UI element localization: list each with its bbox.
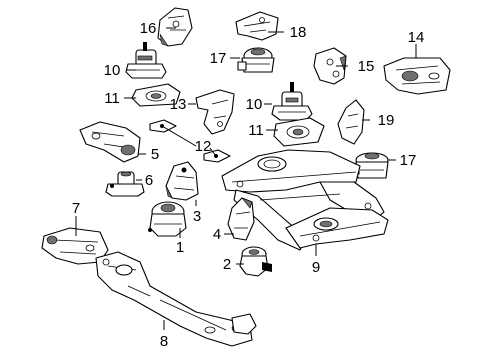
part-16-bracket — [313, 47, 347, 85]
callout-19: 19 — [378, 112, 395, 129]
callout-10a: 10 — [104, 62, 121, 79]
leader-lines — [75, 27, 417, 330]
callout-7: 7 — [72, 200, 80, 217]
callout-8: 8 — [160, 333, 168, 350]
part-3-mount-bracket — [165, 161, 199, 201]
part-8-crossmember — [95, 251, 257, 347]
callout-5: 5 — [151, 146, 159, 163]
part-13-bracket — [195, 89, 235, 135]
callout-labels: 16 18 17 10 15 14 11 13 10 11 19 12 5 17… — [72, 20, 425, 350]
callout-11b: 11 — [248, 122, 264, 139]
callout-11a: 11 — [104, 90, 120, 107]
part-4-bracket — [227, 197, 255, 241]
callout-17b: 17 — [400, 152, 417, 169]
part-18-bracket — [235, 11, 279, 41]
part-17-mount-upper — [237, 47, 275, 73]
part-6-mount — [105, 171, 145, 197]
callout-2: 2 — [223, 256, 231, 273]
callout-15: 16 — [140, 20, 157, 37]
callout-12: 12 — [195, 138, 212, 155]
callout-6: 6 — [145, 172, 153, 189]
callout-1: 1 — [176, 239, 184, 256]
part-12-shim-upper — [149, 119, 177, 133]
part-1-mount — [148, 201, 187, 237]
part-15-bracket — [157, 7, 193, 47]
part-10-engine-mount-upper — [125, 42, 167, 79]
callout-3: 3 — [193, 208, 201, 225]
part-19-bracket — [337, 99, 365, 145]
callout-9: 9 — [312, 259, 320, 276]
callout-10b: 10 — [246, 96, 263, 113]
part-5-bracket-plate — [79, 121, 141, 163]
part-14-bracket — [383, 57, 451, 95]
part-10-engine-mount-lower — [271, 82, 313, 121]
callout-17a: 17 — [210, 50, 227, 67]
callout-14: 14 — [408, 29, 425, 46]
part-11-pad-lower — [273, 117, 325, 147]
part-2-mount — [239, 246, 272, 277]
callout-13: 13 — [170, 96, 187, 113]
callout-18: 18 — [290, 24, 307, 41]
callout-16: 15 — [358, 58, 375, 75]
callout-4: 4 — [213, 226, 221, 243]
